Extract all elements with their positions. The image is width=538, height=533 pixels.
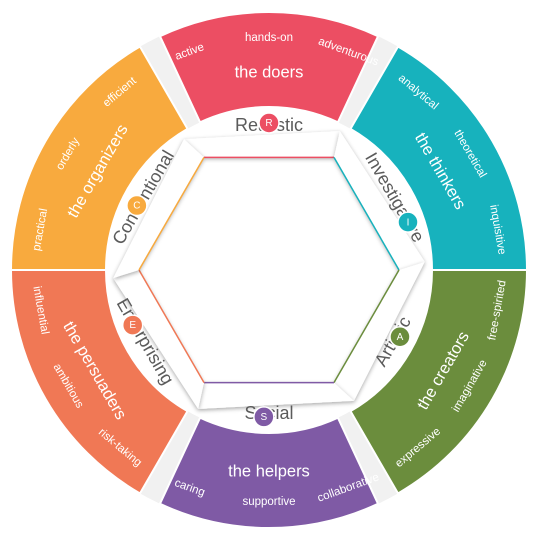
badge-investigative-letter: I bbox=[407, 217, 410, 228]
badge-enterprising-letter: E bbox=[129, 320, 136, 331]
badge-investigative: I bbox=[397, 211, 419, 233]
badge-artistic: A bbox=[389, 325, 411, 348]
badge-conventional-letter: C bbox=[133, 201, 140, 212]
badge-social-circle bbox=[253, 406, 275, 428]
badge-artistic-circle bbox=[389, 325, 411, 348]
badge-realistic-letter: R bbox=[265, 118, 272, 129]
badge-artistic-letter: A bbox=[397, 332, 404, 343]
segment-realistic-trait: hands-on bbox=[245, 32, 293, 44]
badge-enterprising-circle bbox=[121, 314, 144, 336]
band-enterprising-strip bbox=[113, 270, 204, 409]
segment-social-trait: supportive bbox=[242, 496, 295, 508]
badge-enterprising: E bbox=[121, 314, 144, 336]
band-conventional-strip bbox=[113, 139, 204, 279]
badge-investigative-circle bbox=[397, 211, 419, 233]
band-enterprising-edge bbox=[138, 269, 205, 383]
band-social-strip bbox=[198, 382, 354, 409]
badge-social-letter: S bbox=[261, 412, 268, 423]
badge-realistic-circle bbox=[258, 112, 280, 134]
badge-conventional-circle bbox=[126, 194, 148, 217]
band-conventional-edge bbox=[138, 157, 205, 271]
badge-realistic: R bbox=[258, 112, 280, 134]
segment-realistic-title: the doers bbox=[235, 63, 304, 81]
segment-social-title: the helpers bbox=[228, 462, 310, 480]
band-investigative-edge bbox=[333, 157, 400, 271]
badge-conventional: C bbox=[126, 194, 148, 217]
band-realistic-strip bbox=[184, 131, 340, 158]
wheel-hub bbox=[106, 107, 432, 433]
segment-enterprising: the persuadersinfluentialambitiousrisk-t… bbox=[9, 269, 189, 495]
band-investigative-strip bbox=[334, 131, 425, 270]
band-artistic-edge bbox=[333, 269, 400, 383]
band-artistic-strip bbox=[334, 261, 425, 401]
segment-artistic: the creatorsexpressiveimaginativefree-sp… bbox=[349, 269, 529, 495]
badge-social: S bbox=[253, 406, 275, 428]
